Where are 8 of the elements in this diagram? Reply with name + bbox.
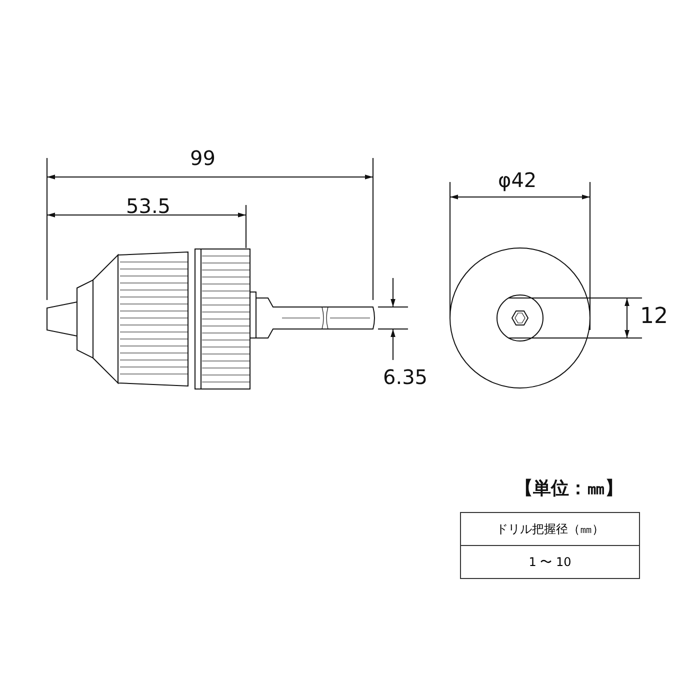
dimension-value: 99 [190, 148, 216, 168]
dimension-value: 12 [640, 306, 668, 328]
table-cell: 1 〜 10 [460, 546, 640, 578]
dimension-value: 53.5 [126, 196, 171, 216]
dimension-value: 6.35 [383, 367, 428, 387]
table-header-cell: ドリル把握径（㎜） [460, 512, 640, 546]
dimension-value: φ42 [498, 170, 537, 190]
unit-note: 【単位：㎜】 [515, 480, 623, 498]
